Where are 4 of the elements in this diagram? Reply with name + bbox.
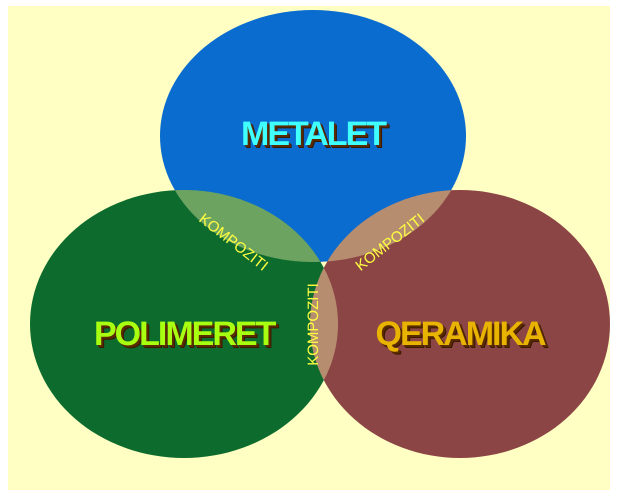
set-label: QERAMIKA bbox=[376, 315, 545, 354]
overlap-label: KOMPOZITI bbox=[304, 282, 322, 366]
set-label: POLIMERET bbox=[94, 315, 274, 354]
set-label: METALET bbox=[241, 115, 386, 154]
